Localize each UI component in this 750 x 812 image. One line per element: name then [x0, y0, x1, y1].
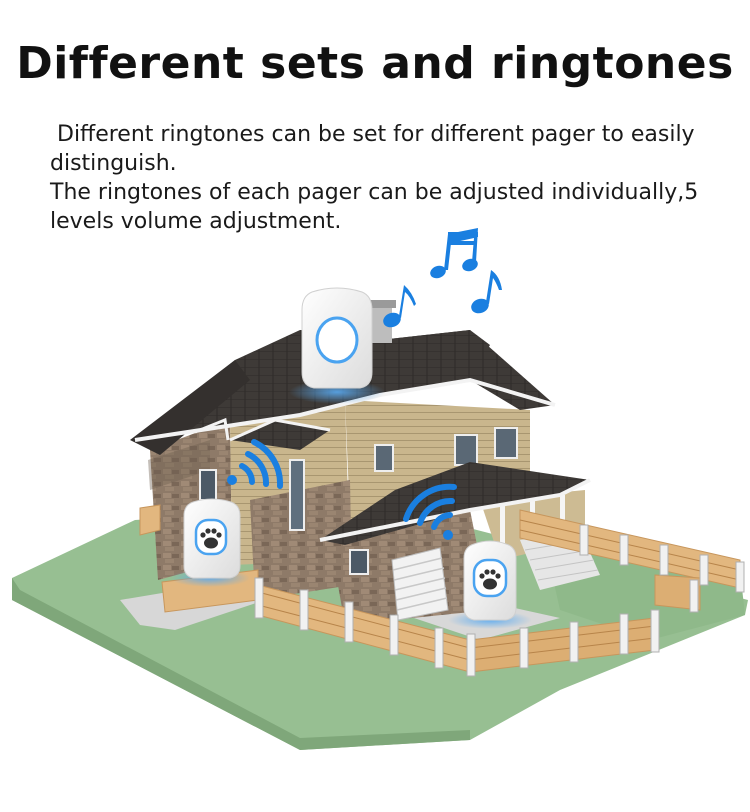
- pager-device-right: [448, 540, 532, 629]
- description: Different ringtones can be set for diffe…: [50, 120, 720, 236]
- pager-device-left: [170, 498, 250, 587]
- description-line-1: Different ringtones can be set for diffe…: [50, 122, 702, 176]
- paw-icon: [479, 569, 501, 590]
- paw-icon: [200, 528, 222, 549]
- house-illustration: [12, 228, 748, 750]
- page-title: Different sets and ringtones: [16, 38, 734, 89]
- description-line-2: The ringtones of each pager can be adjus…: [50, 180, 699, 234]
- pager-device-roof: [289, 287, 385, 404]
- music-notes-icon: [383, 228, 502, 328]
- wifi-signal-icon: [227, 439, 457, 540]
